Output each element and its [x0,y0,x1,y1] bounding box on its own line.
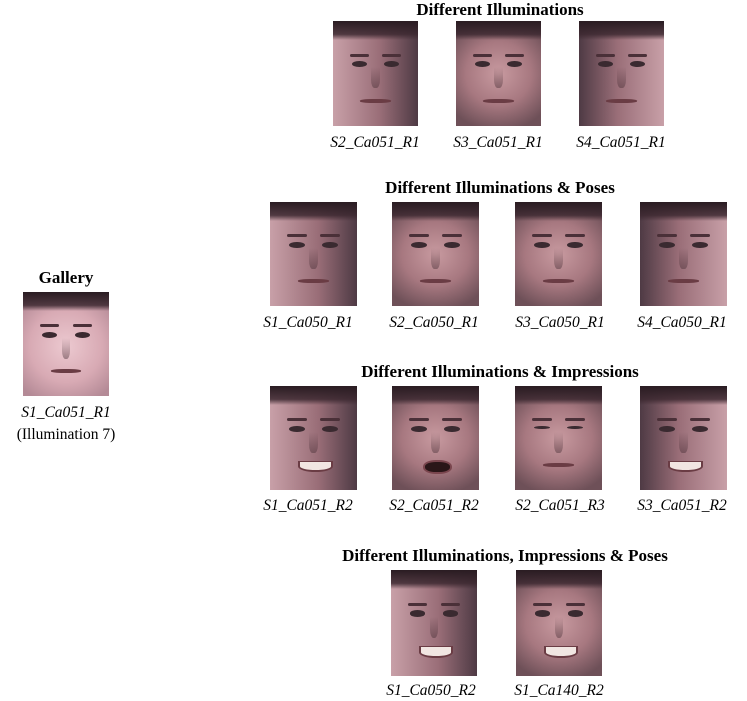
face-label: S4_Ca051_R1 [576,134,666,151]
face-label: S3_Ca051_R1 [453,134,543,151]
face-image [640,386,727,490]
face-image [640,202,727,306]
face-image [515,386,602,490]
face-image [516,570,602,676]
face-image [515,202,602,306]
face-label: S3_Ca051_R2 [637,497,727,514]
face-image [270,202,357,306]
face-label: S4_Ca050_R1 [637,314,727,331]
gallery-sublabel: (Illumination 7) [16,426,116,443]
face-label: S2_Ca050_R1 [389,314,479,331]
face-image [456,21,541,126]
face-image [333,21,418,126]
face-image [270,386,357,490]
face-label: S1_Ca050_R1 [263,314,353,331]
gallery-label: S1_Ca051_R1 [21,404,111,421]
face-label: S2_Ca051_R3 [515,497,605,514]
gallery-face-image [23,292,109,396]
face-label: S2_Ca051_R2 [389,497,479,514]
face-image [392,202,479,306]
face-image [392,386,479,490]
gallery-title: Gallery [38,268,94,287]
face-label: S1_Ca140_R2 [514,682,604,699]
section-title-illuminations-poses: Different Illuminations & Poses [385,178,615,197]
section-title-illuminations-impressions-poses: Different Illuminations, Impressions & P… [342,546,668,565]
face-image [391,570,477,676]
face-image [579,21,664,126]
section-title-illuminations-impressions: Different Illuminations & Impressions [361,362,639,381]
face-label: S1_Ca050_R2 [386,682,476,699]
section-title-illuminations: Different Illuminations [416,0,584,19]
face-label: S1_Ca051_R2 [263,497,353,514]
face-label: S3_Ca050_R1 [515,314,605,331]
face-label: S2_Ca051_R1 [330,134,420,151]
